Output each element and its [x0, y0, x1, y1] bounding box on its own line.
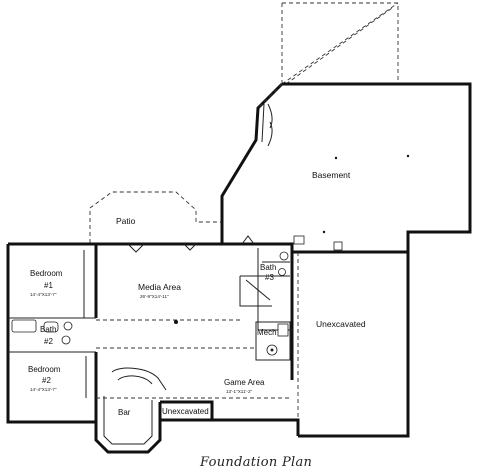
bath2-number: #2	[44, 337, 53, 346]
patio-outline	[89, 191, 222, 243]
bedroom1-dims: 14'-4"X13'-7"	[30, 292, 57, 297]
media-area-walls	[96, 242, 410, 438]
media-area-dims: 26'-9"X14'-11"	[140, 294, 169, 299]
game-area-label: Game Area	[224, 378, 265, 387]
basement-label: Basement	[312, 170, 351, 180]
game-area-dims: 13'-1"X11'-2"	[226, 389, 252, 394]
mech-room	[255, 321, 291, 361]
media-area-label: Media Area	[138, 282, 181, 292]
unexcavated-small-label: Unexcavated	[162, 407, 209, 416]
game-bar-walls	[94, 367, 300, 454]
basement-walls	[220, 82, 472, 252]
left-wing-walls	[6, 242, 222, 424]
bath3-label: Bath	[260, 263, 276, 272]
bedroom2-dims: 14'-4"X13'-7"	[30, 387, 57, 392]
patio-label: Patio	[116, 216, 136, 226]
bath3-fixtures	[278, 251, 289, 276]
mech-label: Mech	[257, 328, 277, 337]
bedroom1-number: #1	[44, 281, 53, 290]
bath3-number: #3	[265, 273, 274, 282]
unexcavated-right-label: Unexcavated	[316, 319, 366, 329]
plan-title: Foundation Plan	[199, 455, 312, 470]
bedroom2-number: #2	[42, 376, 51, 385]
bath2-fixtures	[11, 319, 73, 345]
bar-label: Bar	[118, 408, 131, 417]
misc-marks	[127, 154, 410, 324]
bath2-label: Bath	[40, 325, 56, 334]
bedroom2-label: Bedroom	[28, 365, 61, 374]
upper-deck-outline	[281, 2, 399, 85]
bedroom1-label: Bedroom	[30, 269, 63, 278]
